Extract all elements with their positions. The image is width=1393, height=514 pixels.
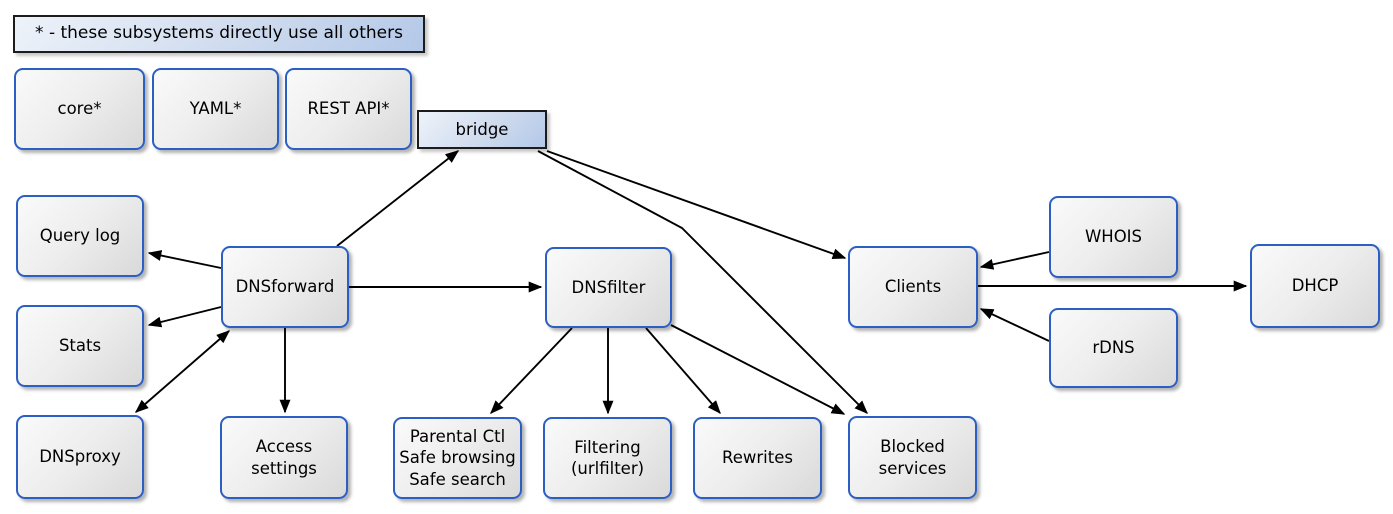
node-label: DNSfilter — [571, 277, 646, 297]
node-label: Safe search — [409, 469, 506, 489]
edge-dnsfilter-parental — [490, 327, 573, 414]
node-label: * - these subsystems directly use all ot… — [35, 23, 403, 44]
edge-whois-clients — [979, 251, 1050, 270]
node-label: DNSproxy — [39, 447, 121, 467]
edge-dnsfilter-blocked — [670, 324, 846, 415]
node-dnsproxy: DNSproxy — [16, 415, 144, 499]
node-whois: WHOIS — [1049, 196, 1178, 278]
node-label: settings — [251, 458, 317, 478]
node-core: core* — [14, 68, 145, 150]
node-dnsfilter: DNSfilter — [545, 247, 672, 328]
edge-rdns-clients — [979, 308, 1050, 342]
edge-dnsfilter-rewrites — [645, 327, 721, 415]
node-stats: Stats — [16, 305, 144, 387]
edge-dnsforward-dnsproxy — [134, 330, 231, 413]
node-label: DHCP — [1291, 276, 1339, 296]
node-label: YAML* — [189, 99, 242, 119]
node-label: (urlfilter) — [570, 459, 645, 478]
node-label: Safe browsing — [399, 448, 516, 468]
node-querylog: Query log — [16, 195, 144, 277]
edge-dnsforward-stats — [147, 306, 222, 328]
node-label: Access — [255, 437, 313, 457]
node-legend: * - these subsystems directly use all ot… — [13, 15, 425, 53]
node-label: Parental Ctl — [409, 427, 506, 447]
node-label: bridge — [455, 119, 509, 139]
node-restapi: REST API* — [285, 68, 412, 150]
node-label: Rewrites — [722, 448, 793, 468]
node-label: Filtering — [574, 437, 641, 457]
node-label: Stats — [58, 336, 102, 356]
node-label: REST API* — [307, 99, 390, 119]
node-dhcp: DHCP — [1250, 244, 1380, 328]
node-label: DNSforward — [235, 277, 335, 297]
node-yaml: YAML* — [152, 68, 279, 150]
node-label: Blocked — [880, 437, 945, 457]
node-dnsforward: DNSforward — [221, 246, 349, 328]
node-filtering: Filtering (urlfilter) — [543, 417, 672, 499]
node-label: services — [878, 458, 947, 478]
node-label: rDNS — [1092, 338, 1135, 358]
node-rewrites: Rewrites — [693, 417, 822, 499]
node-label: core* — [57, 99, 102, 119]
edge-bridge-clients — [546, 150, 847, 259]
node-label: WHOIS — [1084, 227, 1143, 247]
node-clients: Clients — [848, 246, 978, 328]
edge-dnsforward-bridge — [336, 150, 460, 247]
node-bridge: bridge — [417, 110, 547, 149]
node-label: Clients — [884, 277, 942, 297]
edge-dnsforward-querylog — [147, 250, 222, 269]
node-label: Query log — [39, 226, 121, 246]
node-rdns: rDNS — [1049, 308, 1178, 388]
